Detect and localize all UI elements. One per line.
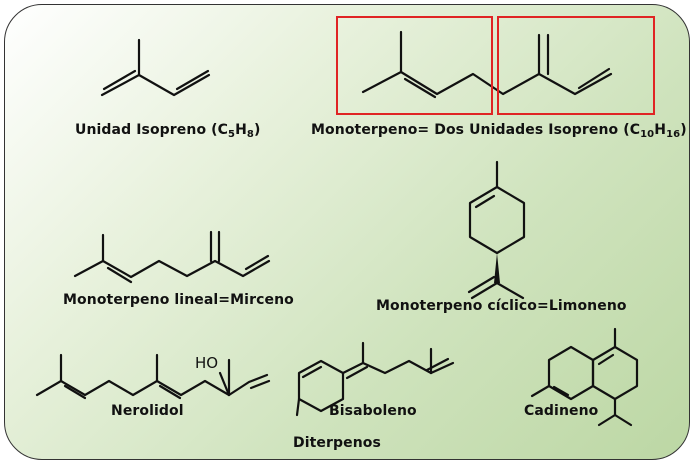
cadinene-structure xyxy=(530,327,639,427)
nerolidol-label: Nerolidol xyxy=(111,403,184,419)
isoprene-label: Unidad Isopreno (C5H8) xyxy=(75,122,261,140)
myrcene-label: Monoterpeno lineal=Mirceno xyxy=(63,292,294,308)
myrcene-structure xyxy=(73,230,271,284)
monoterpene-label: Monoterpeno= Dos Unidades Isopreno (C10H… xyxy=(311,122,687,140)
monoterpene-structure xyxy=(361,30,613,99)
isoprene-unit-box-right xyxy=(497,16,655,115)
bisabolene-structure xyxy=(295,341,455,417)
diterpenes-label: Diterpenos xyxy=(293,435,381,451)
nerolidol-structure xyxy=(35,353,271,400)
isoprene-unit-box-left xyxy=(336,16,493,115)
limonene-label: Monoterpeno cíclico=Limoneno xyxy=(376,298,627,314)
limonene-structure xyxy=(467,160,526,300)
isoprene-structure xyxy=(100,38,211,97)
hydroxyl-label: HO xyxy=(195,354,219,372)
bisabolene-label: Bisaboleno xyxy=(329,403,417,419)
diagram-panel: Unidad Isopreno (C5H8) Monoterpeno= Dos … xyxy=(4,4,690,460)
cadinene-label: Cadineno xyxy=(524,403,599,419)
